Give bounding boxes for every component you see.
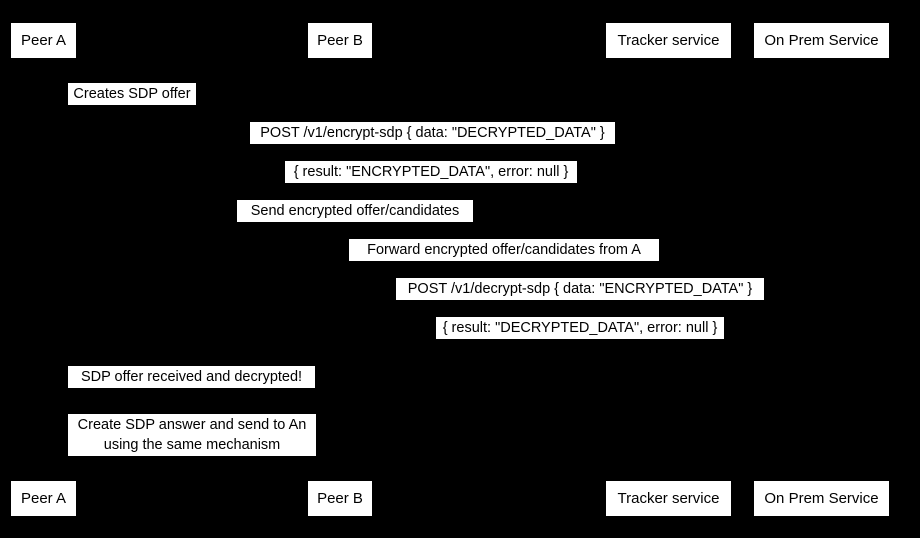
participant-peer-b-top[interactable]: Peer B	[307, 22, 373, 59]
arrow-line-msg-6	[340, 300, 821, 301]
arrow-line-msg-7	[340, 339, 821, 340]
arrow-head-msg-6	[814, 296, 821, 304]
arrow-line-msg-4	[43, 222, 668, 223]
lifeline-peer-a	[43, 58, 44, 480]
message-label-post-encrypt-sdp: POST /v1/encrypt-sdp { data: "DECRYPTED_…	[250, 122, 615, 144]
arrow-head-msg-7	[340, 335, 347, 343]
message-label-create-sdp-answer: Create SDP answer and send to An using t…	[68, 414, 316, 456]
participant-tracker-service-bottom[interactable]: Tracker service	[605, 480, 732, 517]
arrow-head-msg-4	[661, 218, 668, 226]
message-label-creates-sdp-offer: Creates SDP offer	[68, 83, 196, 105]
message-label-post-decrypt-sdp: POST /v1/decrypt-sdp { data: "ENCRYPTED_…	[396, 278, 764, 300]
message-label-send-encrypted-offer: Send encrypted offer/candidates	[237, 200, 473, 222]
arrow-line-msg-3	[43, 183, 821, 184]
lifeline-on-prem	[821, 58, 822, 480]
message-label-forward-encrypted-offer: Forward encrypted offer/candidates from …	[349, 239, 659, 261]
message-label-create-sdp-answer-line-2: using the same mechanism	[103, 437, 281, 453]
participant-peer-a-top[interactable]: Peer A	[10, 22, 77, 59]
arrow-head-msg-5	[340, 257, 347, 265]
message-label-decrypted-data-result: { result: "DECRYPTED_DATA", error: null …	[436, 317, 724, 339]
arrow-line-msg-5	[340, 261, 668, 262]
participant-peer-b-bottom[interactable]: Peer B	[307, 480, 373, 517]
lifeline-tracker	[668, 58, 669, 480]
message-label-sdp-offer-received: SDP offer received and decrypted!	[68, 366, 315, 388]
message-label-encrypted-data-result: { result: "ENCRYPTED_DATA", error: null …	[285, 161, 577, 183]
participant-tracker-service-top[interactable]: Tracker service	[605, 22, 732, 59]
arrow-line-msg-2	[43, 144, 821, 145]
arrow-head-msg-3	[43, 179, 50, 187]
arrow-head-msg-2	[814, 140, 821, 148]
lifeline-peer-b	[340, 58, 341, 480]
message-label-create-sdp-answer-line-1: Create SDP answer and send to An	[77, 417, 307, 433]
participant-on-prem-service-bottom[interactable]: On Prem Service	[753, 480, 890, 517]
participant-peer-a-bottom[interactable]: Peer A	[10, 480, 77, 517]
participant-on-prem-service-top[interactable]: On Prem Service	[753, 22, 890, 59]
